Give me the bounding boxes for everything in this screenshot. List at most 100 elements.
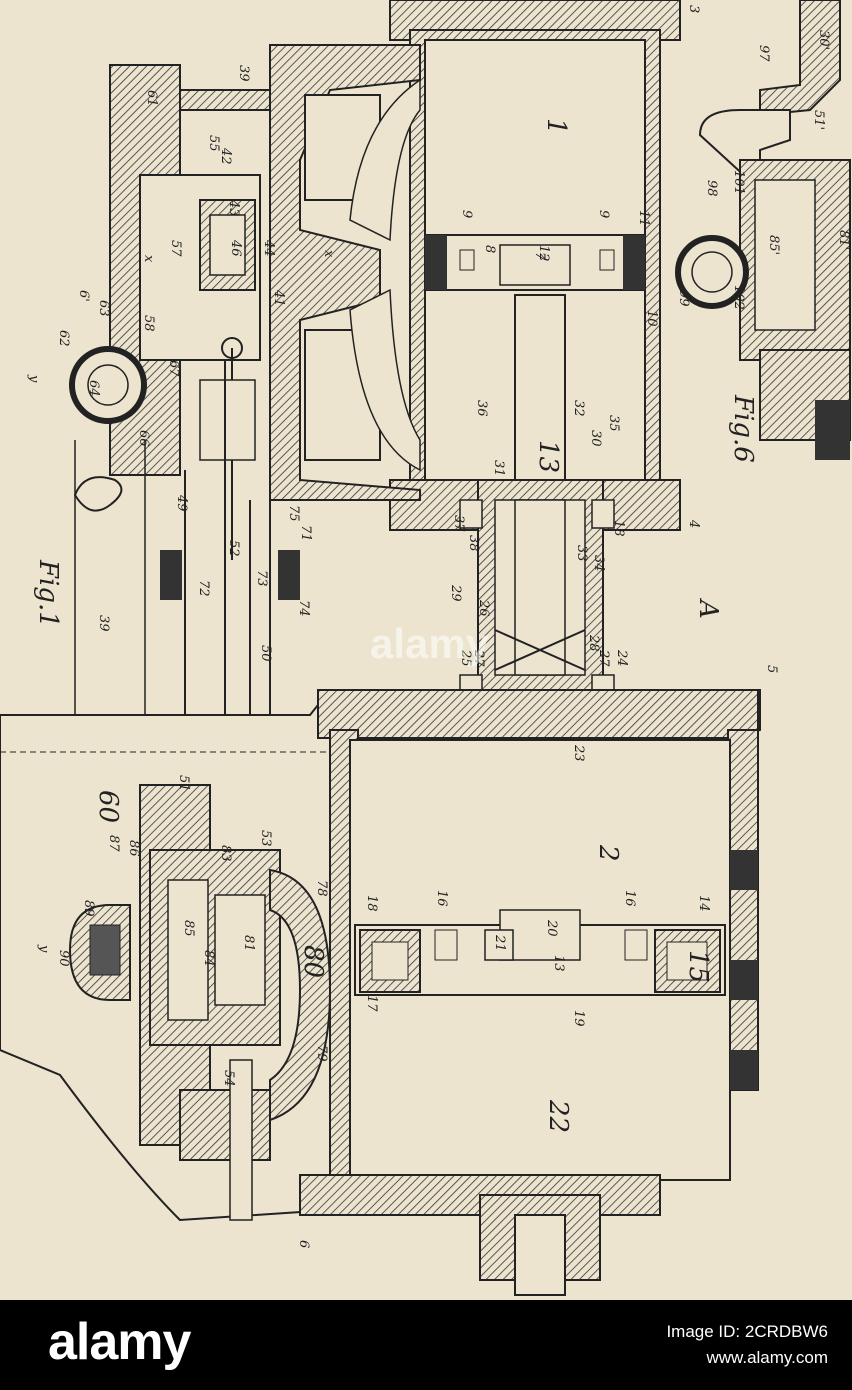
label-55: 55 [206, 135, 221, 152]
label-6: 6 [296, 1240, 311, 1248]
label-44: 44 [261, 239, 276, 257]
label-27b: 27 [471, 649, 486, 667]
label-78: 78 [314, 880, 329, 897]
fig1-caption: Fig.1 [33, 559, 63, 628]
label-83: 83 [218, 845, 233, 862]
label-49: 49 [174, 494, 189, 512]
label-31: 31 [491, 460, 506, 477]
label-37: 37 [451, 515, 466, 532]
label-58: 58 [141, 315, 156, 332]
label-51: 51 [176, 775, 191, 792]
label-72: 72 [196, 580, 211, 597]
label-A: A [693, 598, 723, 619]
label-16b: 16 [622, 890, 637, 907]
label-97: 97 [756, 45, 771, 62]
label-19: 19 [571, 1010, 586, 1027]
label-74: 74 [296, 600, 311, 617]
label-10: 10 [644, 310, 659, 327]
label-x-left: x [141, 255, 156, 263]
label-89: 89 [81, 900, 96, 917]
label-80: 80 [298, 945, 328, 978]
label-81: 81 [241, 935, 256, 952]
label-11: 11 [636, 210, 651, 227]
label-38: 38 [466, 535, 481, 552]
label-102: 102 [731, 285, 746, 310]
label-61: 61 [144, 90, 159, 107]
label-16a: 16 [434, 890, 449, 907]
label-25: 25 [458, 649, 473, 667]
watermark-footer [0, 1300, 852, 1390]
label-79: 79 [314, 1045, 329, 1062]
label-66: 66 [136, 430, 151, 447]
label-36: 36 [474, 400, 489, 417]
label-y-top: y [26, 374, 41, 383]
label-8: 8 [482, 245, 497, 253]
label-90: 90 [56, 950, 71, 967]
label-2: 2 [593, 844, 623, 862]
label-32: 32 [571, 400, 586, 417]
label-23: 23 [571, 744, 586, 762]
label-5: 5 [764, 665, 779, 673]
label-101: 101 [731, 170, 746, 195]
label-12: 12 [536, 245, 551, 262]
label-39b: 39 [96, 615, 111, 632]
label-71: 71 [298, 525, 313, 542]
label-50: 50 [258, 645, 273, 662]
part-labels: 1 2 3 4 5 6 7 8 9 9 10 11 12 13 13 14 15… [26, 5, 851, 1248]
label-28: 28 [586, 634, 601, 652]
label-18a: 18 [611, 520, 626, 537]
label-46: 46 [228, 239, 243, 257]
image-id-text: Image ID: 2CRDBW6 [666, 1322, 828, 1341]
label-33: 33 [574, 545, 589, 562]
label-y-bottom: y [36, 944, 51, 953]
label-35: 35 [606, 415, 621, 432]
label-85-prime: 85' [766, 235, 781, 255]
label-64: 64 [86, 380, 101, 397]
label-30: 30 [588, 430, 603, 447]
label-63: 63 [96, 300, 111, 317]
label-54: 54 [221, 1070, 236, 1087]
label-75: 75 [286, 505, 301, 522]
label-13a: 13 [533, 440, 563, 473]
label-43: 43 [226, 199, 241, 217]
label-21: 21 [492, 934, 507, 952]
label-52: 52 [226, 540, 241, 557]
label-99: 99 [676, 290, 691, 307]
label-4: 4 [686, 519, 701, 528]
fig6-caption: Fig.6 [728, 394, 758, 463]
label-84: 84 [201, 950, 216, 967]
label-27a: 27 [596, 649, 611, 667]
label-41: 41 [271, 289, 286, 307]
alamy-logo[interactable]: alamy [48, 1313, 191, 1371]
valve-chest-lower [68, 784, 332, 1221]
label-30-prime: 30' [816, 30, 831, 50]
label-98: 98 [704, 180, 719, 197]
label-73: 73 [254, 570, 269, 587]
label-13b: 13 [551, 955, 566, 972]
label-17: 17 [364, 995, 379, 1012]
label-67: 67 [166, 360, 181, 377]
label-18b: 18 [364, 895, 379, 912]
label-20: 20 [544, 919, 559, 937]
label-14: 14 [696, 895, 711, 912]
label-57: 57 [168, 240, 183, 257]
label-85: 85 [181, 920, 196, 937]
site-link[interactable]: www.alamy.com [706, 1348, 828, 1367]
label-51-prime: 51' [811, 110, 826, 130]
label-7: 7 [532, 252, 547, 261]
label-42: 42 [218, 147, 233, 165]
label-60: 60 [93, 790, 123, 823]
label-1: 1 [541, 118, 571, 135]
label-62: 62 [56, 330, 71, 347]
label-39a: 39 [236, 65, 251, 82]
label-86: 86 [126, 840, 141, 857]
label-81-prime: 81' [836, 230, 851, 250]
label-24: 24 [614, 649, 629, 667]
label-87: 87 [106, 835, 121, 852]
label-34: 34 [591, 555, 606, 572]
engine-section-diagram: Fig.1 Fig.6 1 2 3 4 5 6 7 8 9 9 10 11 12… [0, 0, 851, 1296]
label-9b: 9 [596, 210, 611, 218]
patent-drawing: Fig.1 Fig.6 1 2 3 4 5 6 7 8 9 9 10 11 12… [0, 0, 851, 1296]
label-9a: 9 [459, 210, 474, 218]
